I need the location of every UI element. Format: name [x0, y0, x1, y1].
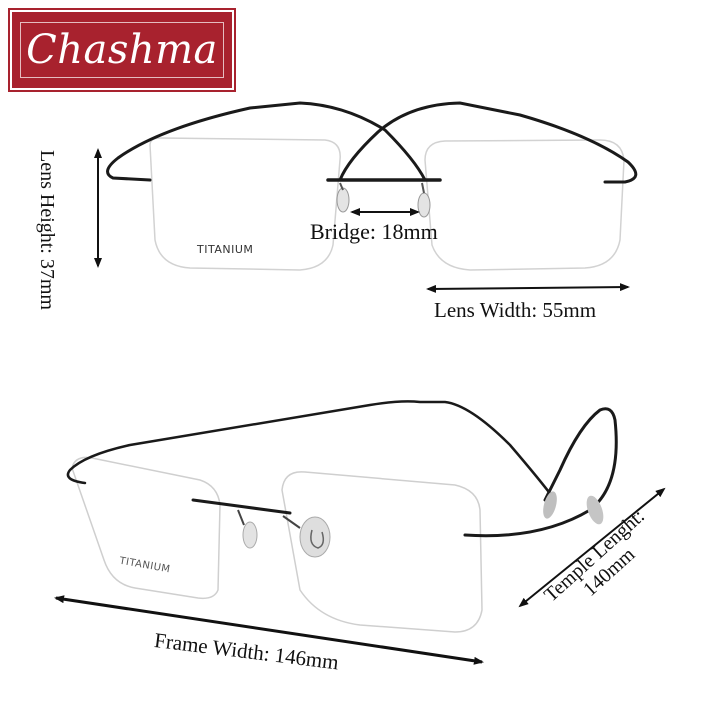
front-nose-pad-left — [336, 187, 350, 213]
front-nose-pad-right — [417, 192, 431, 218]
angled-left-lens — [71, 456, 221, 600]
angled-view-glasses — [66, 400, 618, 633]
temple-tip-2 — [586, 495, 604, 525]
logo-text: Chashma — [26, 27, 218, 73]
lens-height-label: Lens Height: 37mm — [36, 150, 58, 310]
brand-logo: Chashma — [12, 12, 232, 88]
angled-nose-pad-left — [242, 521, 258, 549]
angled-bridge-bar — [191, 498, 292, 515]
front-left-temple — [106, 101, 427, 182]
lens-width-arrow — [426, 283, 630, 293]
front-view-glasses — [106, 101, 638, 271]
front-right-lens — [424, 139, 625, 271]
lens-width-label: Lens Width: 55mm — [434, 298, 597, 322]
temple-tip-1 — [543, 491, 557, 519]
bridge-label: Bridge: 18mm — [310, 219, 438, 244]
angled-far-temple — [66, 400, 557, 502]
frame-width-arrow — [54, 595, 484, 665]
angled-nose-pad-right — [299, 516, 331, 558]
temple-length-arrow — [518, 487, 666, 608]
front-right-temple — [338, 101, 638, 184]
front-lens-marking: TITANIUM — [197, 243, 254, 256]
